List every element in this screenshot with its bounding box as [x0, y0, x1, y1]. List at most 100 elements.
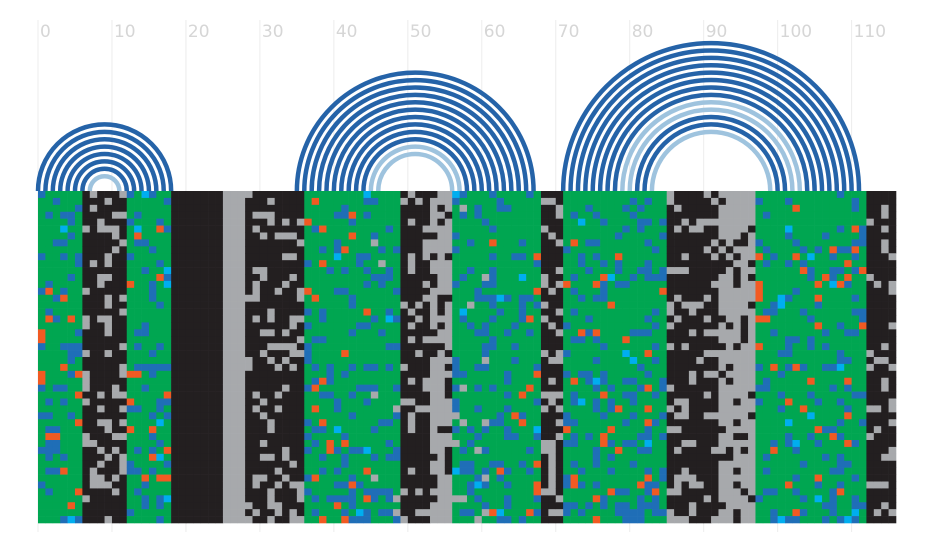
heatmap-cell [703, 191, 712, 199]
heatmap-cell [444, 218, 453, 226]
heatmap-cell [711, 211, 719, 219]
heatmap-cell [659, 322, 668, 330]
heatmap-cell [52, 322, 61, 330]
heatmap-cell [156, 260, 165, 268]
heatmap-cell [326, 322, 335, 330]
heatmap-cell [592, 336, 601, 344]
heatmap-cell [614, 419, 623, 427]
heatmap-cell [600, 246, 608, 254]
heatmap-cell [289, 197, 298, 206]
heatmap-cell [489, 294, 497, 302]
heatmap-cell [230, 453, 239, 462]
heatmap-cell [200, 287, 209, 296]
heatmap-cell [430, 350, 438, 358]
heatmap-cell [385, 287, 394, 296]
heatmap-cell [467, 433, 475, 441]
heatmap-cell [407, 363, 416, 372]
heatmap-cell [703, 357, 712, 365]
heatmap-cell [289, 287, 298, 296]
heatmap-cell [622, 405, 631, 413]
heatmap-cell [511, 218, 520, 226]
heatmap-cell [511, 280, 520, 289]
heatmap-cell [777, 239, 786, 247]
heatmap-cell [74, 419, 83, 427]
heatmap-cell [637, 446, 645, 455]
heatmap-cell [777, 287, 786, 296]
heatmap-cell [237, 350, 246, 358]
heatmap-cell [496, 453, 505, 462]
heatmap-cell [696, 433, 704, 441]
heatmap-cell [711, 474, 719, 482]
heatmap-cell [511, 440, 520, 448]
heatmap-cell [119, 516, 128, 524]
heatmap-cell [688, 405, 697, 413]
heatmap-cell [378, 211, 386, 219]
heatmap-cell [267, 412, 275, 420]
heatmap-cell [770, 239, 778, 247]
heatmap-cell [666, 246, 675, 254]
heatmap-cell [141, 191, 150, 199]
heatmap-cell [245, 419, 253, 427]
heatmap-cell [748, 197, 756, 206]
heatmap-cell [762, 294, 771, 302]
heatmap-cell [326, 474, 335, 482]
heatmap-cell [688, 294, 697, 302]
heatmap-cell [185, 253, 194, 261]
heatmap-cell [555, 343, 564, 351]
heatmap-cell [356, 460, 364, 468]
heatmap-cell [651, 412, 660, 420]
heatmap-cell [126, 308, 135, 316]
heatmap-cell [651, 308, 660, 316]
heatmap-cell [400, 225, 409, 233]
heatmap-cell [370, 294, 379, 302]
heatmap-cell [748, 405, 756, 413]
heatmap-cell [282, 495, 290, 503]
heatmap-cell [148, 267, 157, 275]
heatmap-cell [799, 405, 808, 413]
heatmap-cell [326, 253, 335, 261]
heatmap-cell [370, 516, 379, 524]
heatmap-cell [333, 391, 342, 399]
heatmap-cell [430, 232, 438, 240]
heatmap-cell [237, 301, 246, 309]
heatmap-cell [777, 225, 786, 233]
heatmap-cell [474, 460, 483, 468]
heatmap-cell [674, 308, 682, 316]
heatmap-cell [67, 253, 76, 261]
heatmap-cell [230, 315, 239, 323]
heatmap-cell [185, 322, 194, 330]
heatmap-cell [785, 474, 793, 482]
heatmap-cell [326, 495, 335, 503]
heatmap-cell [237, 363, 246, 372]
heatmap-cell [489, 315, 497, 323]
heatmap-cell [274, 384, 283, 392]
heatmap-cell [385, 204, 394, 213]
heatmap-cell [363, 488, 372, 496]
heatmap-cell [296, 419, 305, 427]
heatmap-cell [230, 274, 239, 282]
heatmap-cell [400, 391, 409, 399]
heatmap-cell [644, 218, 653, 226]
heatmap-cell [111, 322, 120, 330]
heatmap-cell [415, 274, 423, 282]
heatmap-cell [111, 211, 120, 219]
heatmap-cell [370, 433, 379, 441]
heatmap-cell [215, 197, 224, 206]
heatmap-cell [430, 253, 438, 261]
heatmap-cell [437, 336, 446, 344]
heatmap-cell [304, 329, 312, 337]
heatmap-cell [607, 343, 616, 351]
heatmap-cell [489, 412, 497, 420]
heatmap-cell [452, 343, 460, 351]
heatmap-cell [252, 322, 261, 330]
heatmap-cell [111, 363, 120, 372]
heatmap-cell [799, 377, 808, 385]
heatmap-cell [38, 516, 46, 524]
heatmap-cell [748, 246, 756, 254]
heatmap-cell [748, 467, 756, 475]
heatmap-cell [126, 294, 135, 302]
heatmap-cell [215, 391, 224, 399]
heatmap-cell [237, 426, 246, 434]
heatmap-cell [511, 488, 520, 496]
heatmap-cell [563, 377, 571, 385]
